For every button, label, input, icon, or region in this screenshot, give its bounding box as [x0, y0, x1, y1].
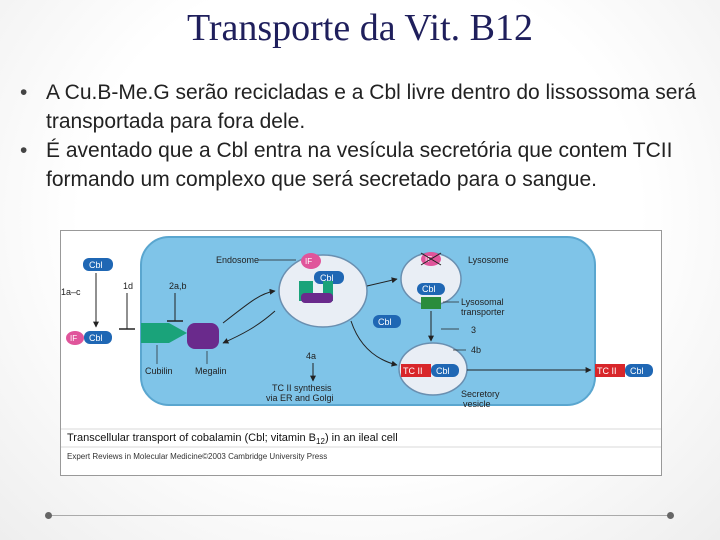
cobalamin-transport-figure: Endosome Lysosome Secretory vesicle Cbl … — [60, 230, 662, 476]
step-3-label: 3 — [471, 325, 476, 335]
figure-caption-subscript: 12 — [316, 437, 325, 446]
cubilin-label: Cubilin — [145, 366, 173, 376]
cbl-tag: Cbl — [89, 260, 103, 270]
bullet-text: É aventado que a Cbl entra na vesícula s… — [46, 139, 673, 191]
if-tag: IF — [70, 334, 77, 343]
footer-rule — [48, 515, 672, 516]
endosome-label: Endosome — [216, 255, 259, 265]
bullet-text: A Cu.B-Me.G serão recicladas e a Cbl liv… — [46, 81, 697, 133]
figure-credit: Expert Reviews in Molecular Medicine©200… — [67, 452, 327, 461]
lysosomal-transporter-label-1: Lysosomal — [461, 297, 504, 307]
figure-caption-end: ) in an ileal cell — [325, 432, 398, 444]
svg-text:Transcellular transport of cob: Transcellular transport of cobalamin (Cb… — [67, 432, 398, 446]
tcii-synthesis-label-2: via ER and Golgi — [266, 393, 334, 403]
cbl-tag: Cbl — [630, 366, 644, 376]
figure-caption: Transcellular transport of cobalamin (Cb… — [67, 432, 316, 444]
if-tag: IF — [425, 255, 432, 264]
step-4a-label: 4a — [306, 351, 316, 361]
tcii-tag: TC II — [597, 366, 617, 376]
lysosomal-transporter — [421, 297, 441, 309]
bullet-item: • É aventado que a Cbl entra na vesícula… — [20, 136, 700, 194]
ileal-cell — [140, 236, 596, 406]
cbl-tag: Cbl — [422, 284, 436, 294]
lysosome-label: Lysosome — [468, 255, 509, 265]
step-1d-label: 1d — [123, 281, 133, 291]
step-2ab-label: 2a,b — [169, 281, 187, 291]
bullet-marker: • — [20, 81, 28, 104]
secretory-vesicle-label-1: Secretory — [461, 389, 500, 399]
cbl-tag: Cbl — [89, 333, 103, 343]
footer-dot-right — [667, 512, 674, 519]
if-tag: IF — [305, 257, 312, 266]
cubilin-receptor — [141, 323, 187, 343]
cbl-tag: Cbl — [320, 273, 334, 283]
tcii-tag: TC II — [403, 366, 423, 376]
footer-dot-left — [45, 512, 52, 519]
step-1ac-label: 1a–c — [61, 287, 81, 297]
cbl-tag: Cbl — [378, 317, 392, 327]
cbl-tag: Cbl — [436, 366, 450, 376]
tcii-synthesis-label-1: TC II synthesis — [272, 383, 332, 393]
lysosomal-transporter-label-2: transporter — [461, 307, 505, 317]
megalin-receptor — [187, 323, 219, 349]
bullet-list: • A Cu.B-Me.G serão recicladas e a Cbl l… — [20, 78, 700, 194]
step-4b-label: 4b — [471, 345, 481, 355]
slide-title: Transporte da Vit. B12 — [186, 7, 534, 49]
megalin-label: Megalin — [195, 366, 227, 376]
secretory-vesicle-label-2: vesicle — [463, 399, 491, 409]
bullet-marker: • — [20, 139, 28, 162]
bullet-item: • A Cu.B-Me.G serão recicladas e a Cbl l… — [20, 78, 700, 136]
